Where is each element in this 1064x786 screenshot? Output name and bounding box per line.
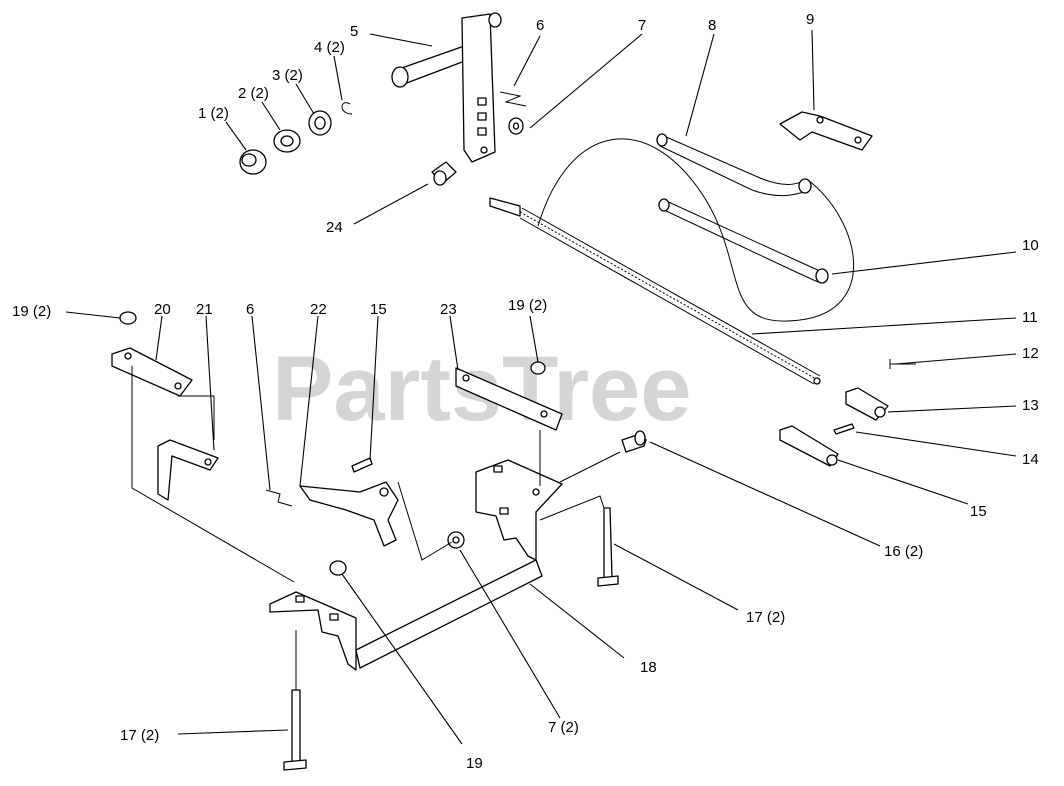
callout-20: 20 xyxy=(154,301,171,318)
callout-8: 8 xyxy=(708,17,716,34)
part-19-nut-left xyxy=(119,311,137,325)
part-15-pin-mid xyxy=(351,457,373,473)
callout-1: 1 (2) xyxy=(198,105,229,122)
part-6-clip-mid xyxy=(265,489,293,507)
callout-23: 23 xyxy=(440,301,457,318)
part-23-plate xyxy=(455,367,563,431)
callout-2: 2 (2) xyxy=(238,85,269,102)
part-24-cable-ferrule xyxy=(431,161,457,186)
callout-19-left: 19 (2) xyxy=(12,303,51,320)
part-22-lever-plate xyxy=(299,481,399,547)
part-21-bracket xyxy=(157,439,219,501)
callout-12: 12 xyxy=(1022,345,1039,362)
callout-22: 22 xyxy=(310,301,327,318)
part-12-pin xyxy=(889,359,916,369)
part-20-plate xyxy=(111,347,193,397)
callout-15-mid: 15 xyxy=(370,301,387,318)
part-17-bolt-right xyxy=(597,507,619,587)
callout-9: 9 xyxy=(806,11,814,28)
leader-lines xyxy=(65,29,1017,745)
callout-18: 18 xyxy=(640,659,657,676)
cable-routing-loop xyxy=(537,138,854,322)
callout-7-bottom: 7 (2) xyxy=(548,719,579,736)
part-14-pin xyxy=(833,423,855,435)
part-11-control-cable xyxy=(489,197,821,385)
callout-6-mid: 6 xyxy=(246,301,254,318)
part-7-washer-top xyxy=(508,117,524,135)
part-1-bushing xyxy=(239,149,267,175)
callout-11: 11 xyxy=(1022,309,1038,326)
part-2-washer xyxy=(273,129,301,153)
callout-17-right: 17 (2) xyxy=(746,609,785,626)
callout-17-left: 17 (2) xyxy=(120,727,159,744)
part-19-nut-mid xyxy=(530,361,546,375)
callout-3: 3 (2) xyxy=(272,67,303,84)
callout-13: 13 xyxy=(1022,397,1039,414)
callout-15-right: 15 xyxy=(970,503,987,520)
part-5-lever-shaft xyxy=(391,12,502,163)
callout-labels: 5 6 7 8 9 4 (2) 3 (2) 2 (2) 1 (2) 24 10 … xyxy=(12,11,1039,772)
part-6-clip-top xyxy=(499,91,527,107)
callout-16: 16 (2) xyxy=(884,543,923,560)
part-16-bolt xyxy=(621,430,647,453)
part-3-washer xyxy=(308,110,332,136)
callout-6-top: 6 xyxy=(536,17,544,34)
part-19-nut-bottom xyxy=(329,560,347,576)
part-15-link xyxy=(779,425,839,467)
callout-4: 4 (2) xyxy=(314,39,345,56)
part-7-washer-bottom xyxy=(447,531,465,549)
assembly-lines xyxy=(131,366,621,690)
callout-19-mid: 19 (2) xyxy=(508,297,547,314)
callout-7-top: 7 xyxy=(638,17,646,34)
callout-10: 10 xyxy=(1022,237,1039,254)
callout-24: 24 xyxy=(326,219,343,236)
part-17-bolt-left xyxy=(283,689,307,771)
callout-5: 5 xyxy=(350,23,358,40)
part-4-retaining-ring xyxy=(341,102,353,115)
callout-19-bottom: 19 xyxy=(466,755,483,772)
callout-14: 14 xyxy=(1022,451,1039,468)
part-13-clevis xyxy=(845,387,889,421)
part-8-cable-housing xyxy=(656,133,829,284)
callout-21: 21 xyxy=(196,301,213,318)
part-9-cable-clamp xyxy=(779,111,873,151)
